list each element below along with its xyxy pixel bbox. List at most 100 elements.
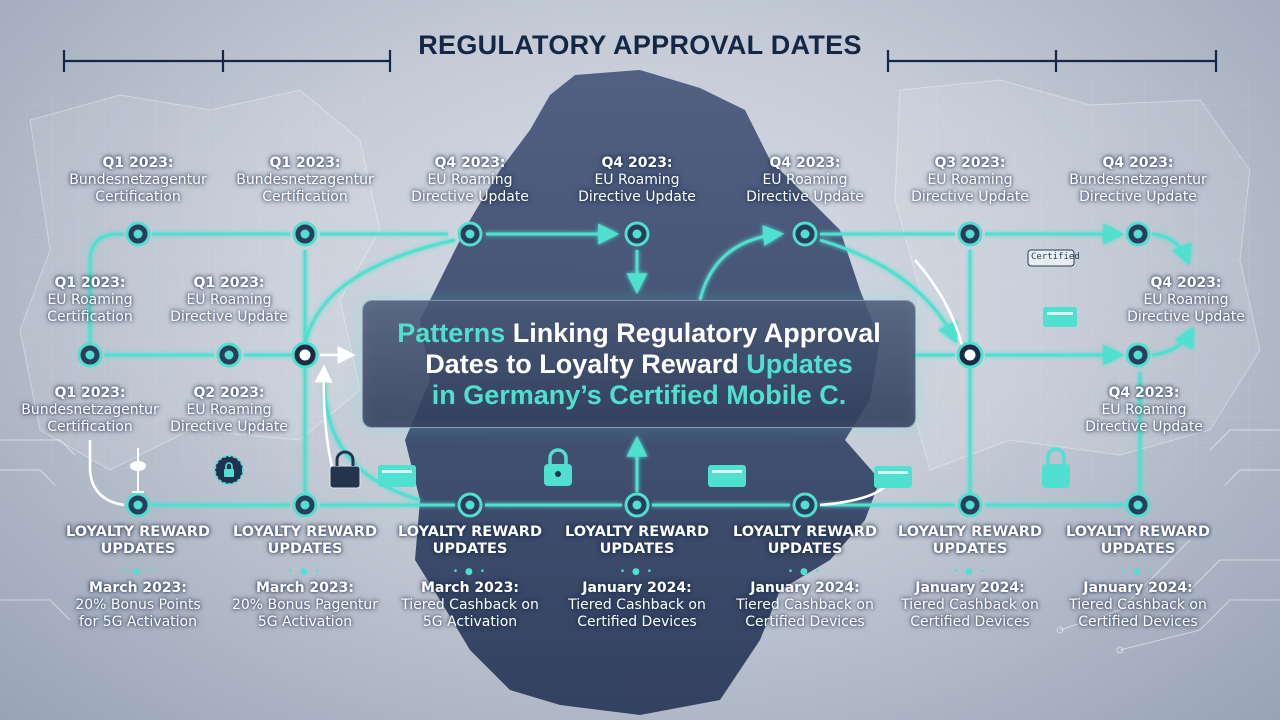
node-ring-l1 xyxy=(125,492,151,518)
node-date: Q4 2023: xyxy=(1102,155,1174,171)
dot-separator: • ● • xyxy=(287,567,323,577)
node-date: Q2 2023: xyxy=(193,385,265,401)
node-ring-n06 xyxy=(957,221,983,247)
connector-arc-left xyxy=(303,238,456,346)
dot-separator: • ● • xyxy=(787,567,823,577)
dot-separator: • ● • xyxy=(120,567,156,577)
loyalty-date: March 2023: xyxy=(421,580,519,596)
loyalty-detail: 5G Activation xyxy=(257,614,353,630)
center-title-text: Linking Regulatory Approval xyxy=(505,317,881,348)
lock-icon-center xyxy=(544,448,572,486)
dot-separator: • ● • xyxy=(952,567,988,577)
node-ring-l3 xyxy=(457,492,483,518)
center-title-line1: Patterns Linking Regulatory Approval xyxy=(397,318,881,349)
node-ring-n10 xyxy=(1125,342,1151,368)
loyalty-title: LOYALTY REWARD xyxy=(398,524,542,540)
loyalty-title: UPDATES xyxy=(1100,541,1176,557)
loyalty-detail: for 5G Activation xyxy=(79,614,197,630)
loyalty-date: January 2024: xyxy=(1083,580,1193,596)
loyalty-detail: 20% Bonus Pagentur xyxy=(231,597,379,613)
node-date: Q3 2023: xyxy=(934,155,1006,171)
connector-arc-n05 xyxy=(698,225,785,301)
loyalty-date: January 2024: xyxy=(750,580,860,596)
node-hub-left xyxy=(291,341,319,369)
node-event: Directive Update xyxy=(746,189,864,205)
node-ring-l4 xyxy=(624,492,650,518)
loyalty-date: March 2023: xyxy=(256,580,354,596)
loyalty-detail: Tiered Cashback on xyxy=(901,597,1039,613)
center-title-highlight: Updates xyxy=(746,348,853,379)
ring-nodes xyxy=(77,221,1151,518)
loyalty-title: UPDATES xyxy=(932,541,1008,557)
node-event: Directive Update xyxy=(578,189,696,205)
loyalty-title: LOYALTY REWARD xyxy=(233,524,377,540)
center-title-box: Patterns Linking Regulatory Approval Dat… xyxy=(362,300,916,428)
node-event: Directive Update xyxy=(411,189,529,205)
node-event: Directive Update xyxy=(170,309,288,325)
node-date: Q4 2023: xyxy=(769,155,841,171)
teal-connectors xyxy=(88,223,1195,507)
node-ring-l6 xyxy=(957,492,983,518)
node-agency: EU Roaming xyxy=(186,292,272,308)
center-title-line2: Dates to Loyalty Reward Updates xyxy=(425,349,853,380)
loyalty-title: UPDATES xyxy=(100,541,176,557)
node-date: Q4 2023: xyxy=(434,155,506,171)
node-event: Certification xyxy=(95,189,181,205)
node-date: Q1 2023: xyxy=(54,385,126,401)
center-title-text: Dates to Loyalty Reward xyxy=(425,348,747,379)
loyalty-detail: Certified Devices xyxy=(1078,614,1198,630)
node-date: Q4 2023: xyxy=(1108,385,1180,401)
dot-separator: • ● • xyxy=(619,567,655,577)
node-event: Certification xyxy=(47,419,133,435)
node-agency: EU Roaming xyxy=(1101,402,1187,418)
left-grid xyxy=(20,90,380,470)
node-ring-n03 xyxy=(457,221,483,247)
loyalty-detail: Certified Devices xyxy=(910,614,1030,630)
loyalty-detail: Tiered Cashback on xyxy=(736,597,874,613)
loyalty-title: LOYALTY REWARD xyxy=(733,524,877,540)
node-agency: EU Roaming xyxy=(762,172,848,188)
node-ring-n09 xyxy=(216,342,242,368)
node-date: Q1 2023: xyxy=(54,275,126,291)
node-event: Directive Update xyxy=(911,189,1029,205)
loyalty-title: UPDATES xyxy=(599,541,675,557)
loyalty-title: UPDATES xyxy=(432,541,508,557)
node-ring-n04 xyxy=(624,221,650,247)
lock-icon-right xyxy=(1042,447,1070,488)
payment-card-icon-2 xyxy=(708,465,746,487)
connector-n07-end xyxy=(1151,232,1192,266)
loyalty-detail: Tiered Cashback on xyxy=(1069,597,1207,613)
loyalty-date: January 2024: xyxy=(915,580,1025,596)
node-agency: Bundesnetzagentur xyxy=(21,402,159,418)
node-ring-l7 xyxy=(1125,492,1151,518)
node-agency: Bundesnetzagentur xyxy=(69,172,207,188)
node-agency: EU Roaming xyxy=(594,172,680,188)
header-timeline-right xyxy=(886,50,1218,72)
loyalty-title: LOYALTY REWARD xyxy=(565,524,709,540)
certified-tag xyxy=(1027,249,1075,267)
node-event: Directive Update xyxy=(170,419,288,435)
payment-card-icon-4 xyxy=(1043,307,1077,327)
node-event: Certification xyxy=(47,309,133,325)
node-ring-l2 xyxy=(292,492,318,518)
header-timeline-left xyxy=(62,50,392,72)
node-agency: EU Roaming xyxy=(927,172,1013,188)
